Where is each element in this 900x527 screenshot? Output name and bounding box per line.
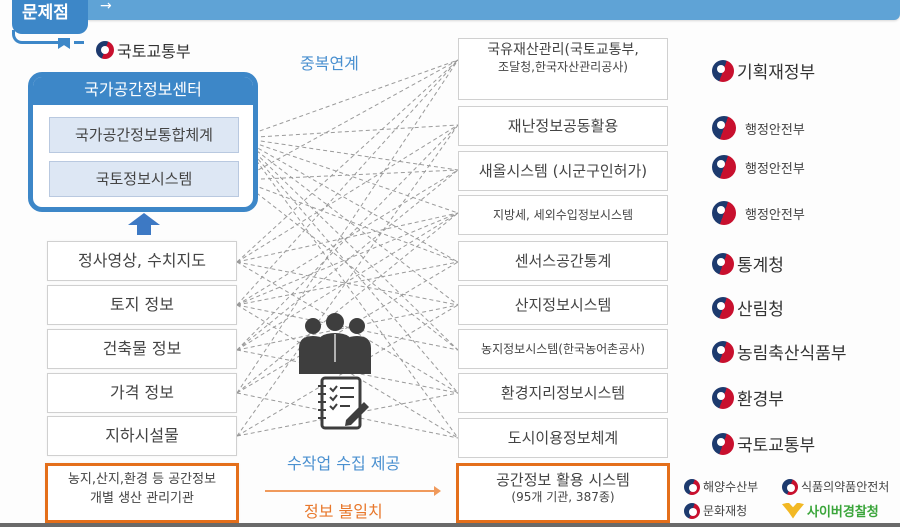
source-land-info: 토지 정보 — [47, 285, 237, 325]
ministry-name: 환경부 — [737, 390, 784, 410]
system-census-stats: 센서스공간통계 — [458, 241, 668, 281]
ministry-cultural-heritage: 문화재청 — [684, 502, 747, 519]
police-badge-icon — [782, 502, 804, 519]
center-item-integrated-system: 국가공간정보통합체계 — [49, 117, 239, 153]
ministry-forest: 산림청 — [712, 295, 784, 320]
ministry-oceans-fisheries: 해양수산부 — [684, 478, 758, 495]
ministry-name: 행정안전부 — [745, 207, 805, 223]
system-line1: 국유재산관리(국토교통부, — [487, 42, 639, 58]
system-environment-geo: 환경지리정보시스템 — [458, 373, 668, 413]
bookmark-icon — [58, 38, 70, 49]
ministry-agriculture: 농림축산식품부 — [712, 339, 846, 364]
taegeuk-emblem-icon — [782, 478, 798, 495]
section-tab: 문제점 — [12, 0, 88, 34]
ministry-name: 기획재정부 — [737, 63, 816, 83]
header-bar — [60, 0, 900, 20]
ministry-name: 농림축산식품부 — [737, 344, 847, 364]
system-forest-info: 산지정보시스템 — [458, 285, 668, 325]
system-disaster-info: 재난정보공동활용 — [458, 106, 668, 146]
taegeuk-emblem-icon — [684, 502, 700, 519]
tab-bracket-decoration — [12, 30, 62, 44]
taegeuk-emblem-icon — [712, 296, 734, 319]
ministry-statistics: 통계청 — [712, 251, 784, 276]
arrow-right-icon: → — [100, 0, 112, 14]
system-local-tax: 지방세, 세외수입정보시스템 — [458, 195, 668, 235]
agencies-line2: 개별 생산 관리기관 — [90, 491, 194, 506]
taegeuk-emblem-icon — [712, 201, 736, 225]
system-state-property: 국유재산관리(국토교통부, 조달청,한국자산관리공사) — [458, 38, 668, 100]
ministry-name: 식품의약품안전처 — [801, 480, 890, 494]
ministry-land-transport: 국토교통부 — [712, 431, 815, 456]
taegeuk-emblem-icon — [712, 386, 734, 409]
ministry-name: 국토교통부 — [737, 436, 816, 456]
ministry-interior-safety-2: 행정안전부 — [712, 155, 805, 179]
bottom-edge — [0, 523, 900, 527]
ministry-name: 해양수산부 — [703, 480, 759, 494]
taegeuk-emblem-icon — [684, 478, 700, 495]
system-farmland-info: 농지정보시스템(한국농어촌공사) — [458, 329, 668, 369]
ministry-name: 산림청 — [737, 300, 784, 320]
system-line2: 조달청,한국자산관리공사) — [498, 60, 628, 74]
taegeuk-emblem-icon — [712, 59, 734, 82]
dash-decoration — [74, 41, 84, 44]
taegeuk-emblem-icon — [712, 116, 736, 140]
ministry-economy-finance: 기획재정부 — [712, 58, 815, 83]
ministry-environment: 환경부 — [712, 385, 784, 410]
center-title: 국가공간정보센터 — [33, 77, 253, 105]
utilization-line1: 공간정보 활용 시스템 — [496, 471, 630, 489]
system-urban-use: 도시이용정보체계 — [458, 418, 668, 458]
ministry-name: 통계청 — [737, 256, 784, 276]
right-arrow-icon — [265, 486, 441, 496]
national-spatial-info-center: 국가공간정보센터 국가공간정보통합체계 국토정보시스템 — [28, 72, 258, 212]
top-ministry: 국토교통부 — [96, 38, 191, 62]
duplicate-link-label: 중복연계 — [300, 54, 359, 73]
people-group-icon — [299, 313, 371, 374]
taegeuk-emblem-icon — [712, 252, 734, 275]
source-building-info: 건축물 정보 — [47, 329, 237, 369]
up-arrow-icon — [128, 213, 160, 235]
ministry-name: 행정안전부 — [745, 161, 805, 177]
taegeuk-emblem-icon — [712, 432, 734, 455]
spatial-info-utilization-box: 공간정보 활용 시스템 (95개 기관, 387종) — [456, 463, 670, 523]
taegeuk-emblem-icon — [712, 340, 734, 363]
info-mismatch-label: 정보 불일치 — [304, 502, 383, 521]
system-saeol: 새올시스템 (시군구인허가) — [458, 151, 668, 191]
taegeuk-emblem-icon — [712, 155, 736, 179]
ministry-interior-safety-3: 행정안전부 — [712, 201, 805, 225]
ministry-food-drug-safety: 식품의약품안전처 — [782, 478, 889, 495]
source-price-info: 가격 정보 — [47, 373, 237, 413]
source-orthophoto-map: 정사영상, 수치지도 — [47, 241, 237, 281]
individual-agencies-box: 농지,산지,환경 등 공간정보 개별 생산 관리기관 — [45, 463, 239, 523]
cyber-police-agency: 사이버경찰청 — [782, 501, 879, 520]
source-underground-facilities: 지하시설물 — [47, 416, 237, 456]
checklist-notebook-icon — [318, 376, 369, 430]
ministry-name: 국토교통부 — [117, 42, 191, 61]
manual-collection-label: 수작업 수집 제공 — [287, 454, 401, 473]
ministry-name: 문화재청 — [703, 504, 748, 518]
agencies-line1: 농지,산지,환경 등 공간정보 — [67, 472, 217, 487]
agency-name: 사이버경찰청 — [807, 505, 879, 520]
ministry-interior-safety-1: 행정안전부 — [712, 116, 805, 140]
ministry-name: 행정안전부 — [745, 122, 805, 138]
utilization-line2: (95개 기관, 387종) — [511, 490, 615, 504]
center-item-land-info-system: 국토정보시스템 — [49, 161, 239, 197]
taegeuk-emblem-icon — [96, 41, 114, 59]
